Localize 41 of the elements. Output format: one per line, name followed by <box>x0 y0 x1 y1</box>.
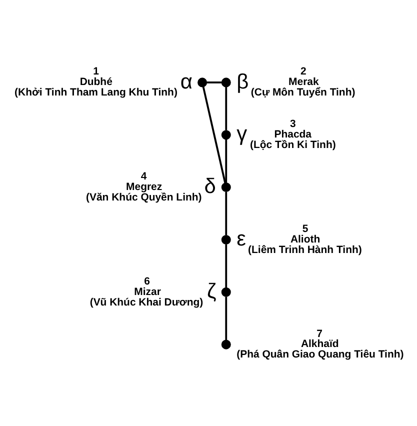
connector <box>202 86 226 183</box>
connector <box>206 81 222 83</box>
node-label: γ <box>236 122 248 146</box>
connector <box>225 296 228 340</box>
node-label: (Lộc Tồn Ki Tinh) <box>250 140 336 151</box>
connector <box>225 86 228 130</box>
node-label: (Vũ Khúc Khai Dương) <box>90 296 204 308</box>
node-label: δ <box>204 174 216 198</box>
node-label: ζ <box>207 279 216 302</box>
node-label: α <box>180 70 193 93</box>
node-label: (Phá Quân Giao Quang Tiêu Tinh) <box>236 349 404 360</box>
node-label: 2 <box>300 66 306 78</box>
node-label: Dubhé <box>80 76 112 88</box>
node-label: 4 <box>140 170 147 182</box>
node-circle <box>221 77 231 87</box>
node-label: 6 <box>144 276 150 287</box>
node-label: Mizar <box>134 286 161 298</box>
node-label: 5 <box>302 223 308 234</box>
node-label: Phacda <box>274 129 312 140</box>
node-label: 3 <box>290 118 296 130</box>
node-circle <box>221 286 231 296</box>
node-label: 1 <box>93 66 99 78</box>
node-label: (Văn Khúc Quyền Linh) <box>86 192 202 203</box>
node-label: (Khởi Tinh Tham Lang Khu Tinh) <box>14 87 178 98</box>
node-label: Alkhaïd <box>300 338 339 350</box>
node-circle <box>198 77 208 87</box>
connector <box>225 244 228 288</box>
node-label: β <box>236 70 249 93</box>
node-circle <box>221 339 231 349</box>
connector <box>225 138 228 182</box>
node-label: (Liêm Trinh Hành Tinh) <box>248 244 362 256</box>
node-label: (Cự Môn Tuyển Tinh) <box>250 87 356 98</box>
node-label: ε <box>236 227 246 250</box>
node-circle <box>221 234 231 244</box>
node-circle <box>221 130 231 140</box>
node-label: Megrez <box>126 181 162 192</box>
connector <box>225 191 228 235</box>
node-label: Alioth <box>290 234 320 245</box>
node-circle <box>221 182 231 192</box>
node-label: 7 <box>316 328 323 340</box>
node-label: Merak <box>288 76 319 88</box>
